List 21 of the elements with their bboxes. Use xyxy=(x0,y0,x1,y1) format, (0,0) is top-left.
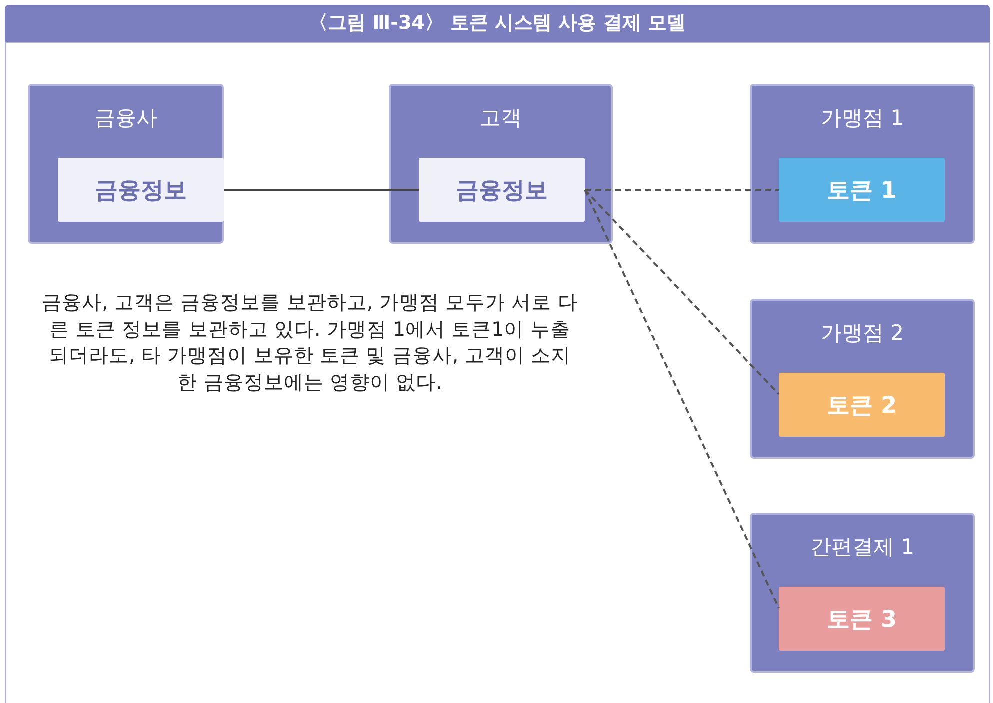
entity-box xyxy=(750,513,975,673)
entity-box xyxy=(28,84,224,244)
box-heading: 간편결제 1 xyxy=(809,534,916,561)
info-box: 토큰 2 xyxy=(779,373,945,437)
box-heading: 고객 xyxy=(479,105,523,132)
note-text: 금융사, 고객은 금융정보를 보관하고, 가맹점 모두가 서로 다른 토큰 정보를 보관하고 있다. 가맹점 1에서 토큰1이 누출되더라도, 타 가맹점이 보유한 토큰 및 금융사, 고객이 소지한 금융정보에는 영향이 없다. xyxy=(41,290,579,396)
box-heading: 금융사 xyxy=(94,105,158,132)
box-heading: 가맹점 2 xyxy=(820,320,906,347)
connector-line xyxy=(585,189,779,191)
info-box: 토큰 3 xyxy=(779,587,945,651)
connector-line xyxy=(584,189,780,396)
entity-box xyxy=(389,84,613,244)
entity-box xyxy=(750,299,975,459)
info-box: 토큰 1 xyxy=(779,158,945,222)
title-bar: 〈그림 Ⅲ-34〉 토큰 시스템 사용 결제 모델 xyxy=(5,5,990,42)
box-heading: 가맹점 1 xyxy=(820,105,906,132)
connector-line xyxy=(584,190,780,609)
entity-box xyxy=(750,84,975,244)
info-box: 금융정보 xyxy=(419,158,585,222)
connector-line xyxy=(224,189,419,191)
info-box: 금융정보 xyxy=(58,158,224,222)
